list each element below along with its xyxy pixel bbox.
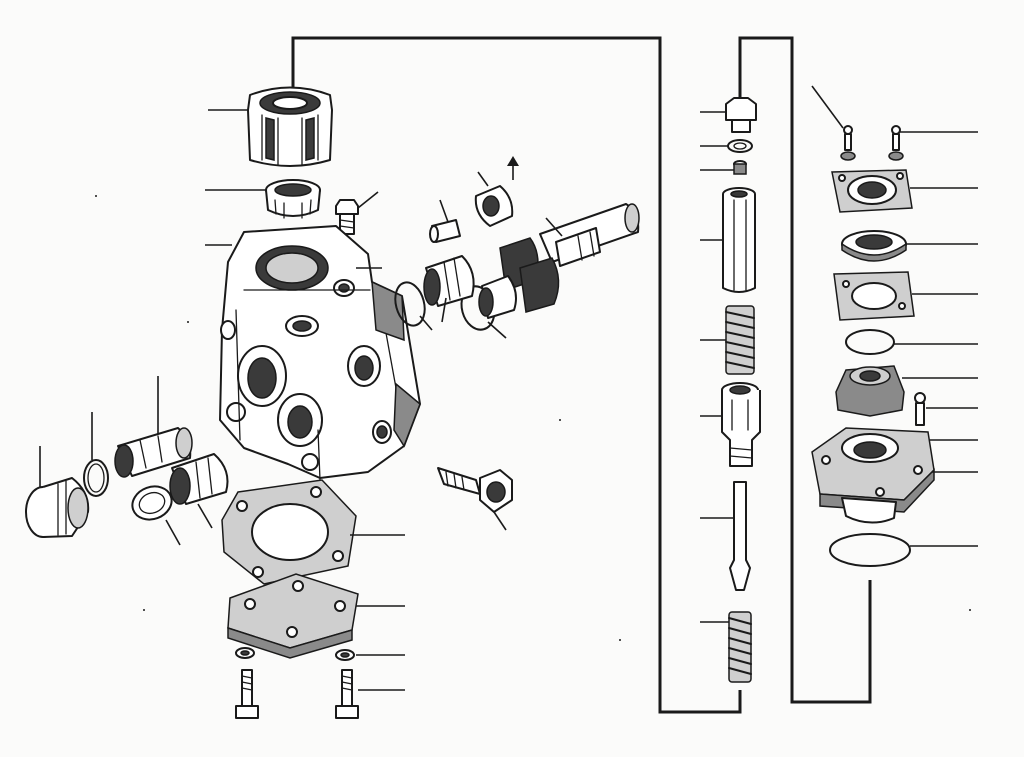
mounting-flange-part	[811, 427, 978, 524]
hex-plug-part	[700, 97, 757, 133]
square-flange-part	[831, 169, 978, 213]
retaining-ring-part	[83, 412, 109, 497]
bushing-part	[169, 453, 229, 529]
castellated-nut-part	[208, 86, 333, 167]
small-nut-part	[474, 171, 514, 227]
needle-valve-part	[700, 481, 751, 591]
spool-shaft-part	[499, 203, 640, 313]
valve-seat-part	[700, 382, 761, 467]
plug-cap-part	[25, 446, 90, 538]
pin-part	[429, 199, 461, 243]
valve-tube-part	[700, 187, 756, 293]
filter-cap-part	[835, 365, 978, 417]
cap-screw-part	[235, 669, 405, 719]
small-spring-part	[700, 611, 752, 683]
screw-part	[811, 85, 978, 161]
piston-part	[423, 255, 517, 323]
large-o-ring-part	[829, 533, 978, 567]
washer-stack-part	[700, 139, 753, 153]
gasket-part	[221, 479, 405, 585]
cover-plate-part	[227, 573, 405, 659]
flange-gasket-part	[833, 271, 978, 321]
arrow-marker	[507, 156, 519, 180]
flange-o-ring-part	[845, 329, 978, 355]
bolt-part	[335, 191, 379, 235]
seal-ring-part	[131, 485, 181, 546]
print-speckles	[95, 195, 971, 641]
sleeve-bushing-part	[114, 376, 193, 478]
valve-housing-part	[205, 225, 421, 481]
small-seat-part	[700, 160, 747, 175]
assembly-bracket-lines	[291, 36, 872, 714]
banjo-bolt-part	[437, 467, 513, 531]
bearing-part	[205, 179, 321, 219]
spring-part	[700, 305, 755, 375]
seal-part	[841, 230, 978, 262]
washer-part	[235, 647, 405, 661]
